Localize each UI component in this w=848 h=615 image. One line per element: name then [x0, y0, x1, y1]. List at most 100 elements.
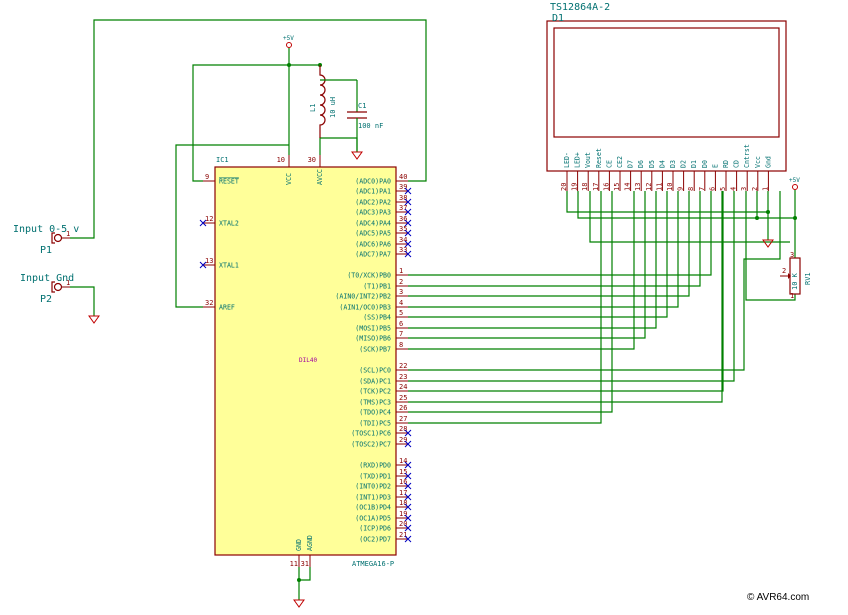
mcu-pin-number: 34	[399, 236, 407, 244]
mcu-value: ATMEGA16-P	[352, 560, 394, 568]
mcu-pin-number: 32	[205, 299, 213, 307]
mcu-pin-number: 38	[399, 194, 407, 202]
mcu-pin-number: 30	[308, 156, 316, 164]
mcu-pin-name: (TOSC2)PC7	[351, 441, 391, 449]
mcu-pin-number: 31	[301, 560, 309, 568]
lcd-pin-number: 7	[698, 187, 706, 191]
no-connect-mark	[404, 482, 412, 490]
mcu-pin-name: (ADC0)PA0	[355, 178, 391, 186]
no-connect-mark	[404, 440, 412, 448]
lcd-pin-number: 11	[655, 183, 663, 191]
pot-pin-1: 1	[790, 292, 794, 300]
lcd-pin-name: Vout	[584, 152, 592, 168]
lcd-pin-name: LED-	[563, 152, 571, 168]
no-connect-mark	[404, 514, 412, 522]
mcu-pin-name: (OC2)PD7	[359, 536, 391, 544]
mcu-pin-name: (TXD)PD1	[359, 473, 391, 481]
mcu-pin-number: 29	[399, 436, 407, 444]
lcd-pin-number: 4	[730, 187, 738, 191]
wire-pc5	[408, 191, 602, 424]
wires	[70, 19, 796, 600]
mcu-pin-name: (INT0)PD2	[355, 483, 391, 491]
wire-pb0	[408, 191, 712, 276]
lcd-pin-number: 16	[602, 183, 610, 191]
no-connect-mark	[404, 208, 412, 216]
no-connect-mark	[404, 535, 412, 543]
mcu-pin-name: (INT1)PD3	[355, 494, 391, 502]
no-connect-mark	[404, 429, 412, 437]
lcd-pin-number: 3	[740, 187, 748, 191]
no-connect-mark	[404, 219, 412, 227]
mcu-pin-number: 33	[399, 246, 407, 254]
wire-pb3	[408, 191, 679, 308]
lcd-pin-number: 10	[666, 183, 674, 191]
lcd-pin-number: 1	[761, 187, 769, 191]
mcu-pin-name: (TCK)PC2	[359, 388, 391, 396]
lcd-pin-name: CE	[605, 160, 613, 168]
mcu-pin-name: (TDO)PC4	[359, 409, 391, 417]
mcu-pin-name: (OC1A)PD5	[355, 515, 391, 523]
lcd-pin-name: CD	[733, 160, 741, 168]
wire-pc1	[408, 191, 735, 382]
mcu-pin-number: 25	[399, 394, 407, 402]
lcd-pin-number: 20	[560, 183, 568, 191]
lcd-pin-number: 13	[634, 183, 642, 191]
mcu-pin-number: 14	[399, 457, 407, 465]
wire-gnd	[298, 567, 311, 581]
wire-lcd-ledp	[577, 191, 757, 219]
wire-pb5	[408, 191, 657, 329]
lcd-screen	[553, 27, 780, 138]
mcu-ref: IC1	[216, 156, 229, 164]
wire-pb2	[408, 191, 690, 297]
mcu-pin-name: (SS)PB4	[363, 314, 391, 322]
mcu-pin-name: (MOSI)PB5	[355, 325, 391, 333]
mcu-pin-name: AREF	[219, 304, 235, 312]
lcd-pin-name: D3	[669, 160, 677, 168]
wire-pc2	[408, 191, 724, 392]
gnd-symbol-cap	[351, 151, 363, 160]
mcu-pin-name: (SCK)PB7	[359, 346, 391, 354]
junction-dot	[755, 216, 759, 220]
mcu-pin-number: 39	[399, 183, 407, 191]
lcd-pin-number: 17	[592, 183, 600, 191]
lcd-pin-number: 2	[751, 187, 759, 191]
mcu-pin-number: 10	[277, 156, 285, 164]
wire-lcd-led	[566, 191, 768, 213]
mcu-pin-number: 2	[399, 278, 403, 286]
mcu-pin-name: RESET	[219, 178, 239, 186]
mcu-pin-number: 5	[399, 309, 403, 317]
mcu-pin-number: 4	[399, 299, 403, 307]
lcd-pin-name: D2	[680, 160, 688, 168]
wire-pot-contrast	[589, 191, 790, 243]
wire-pb1	[408, 191, 701, 287]
lcd-pin-number: 14	[624, 183, 632, 191]
mcu-pin-name: (TDI)PC5	[359, 420, 391, 428]
lcd-pin-name: D4	[658, 160, 666, 168]
capacitor-value: 100 nF	[358, 122, 383, 130]
mcu-pin-name: (ADC1)PA1	[355, 188, 391, 196]
capacitor-ref: C1	[358, 102, 366, 110]
lcd-pin-name: D7	[627, 160, 635, 168]
lcd-pin-name: D0	[701, 160, 709, 168]
mcu-pin-number: 20	[399, 520, 407, 528]
mcu-pin-number: 15	[399, 468, 407, 476]
wire-pb6	[408, 191, 646, 339]
junction-dot	[766, 210, 770, 214]
connector-p1: Input 0-5 v P1 1	[13, 224, 79, 256]
no-connect-mark	[404, 493, 412, 501]
no-connect-mark	[404, 229, 412, 237]
mcu-pin-name: (TMS)PC3	[359, 399, 391, 407]
mcu-pin-name: (T0/XCK)PB0	[347, 272, 391, 280]
mcu-pin-number: 21	[399, 531, 407, 539]
wire-reset	[192, 64, 320, 182]
mcu-pin-number: 35	[399, 225, 407, 233]
junction-dot	[297, 578, 301, 582]
junction-dot	[793, 216, 797, 220]
lcd-pin-name: Vcc	[754, 156, 762, 168]
capacitor-c1: C1 100 nF	[320, 79, 383, 152]
wire-pot-wiper	[745, 191, 796, 301]
mcu-pin-name: (ADC3)PA3	[355, 209, 391, 217]
lcd-pin-name: Reset	[595, 148, 603, 168]
